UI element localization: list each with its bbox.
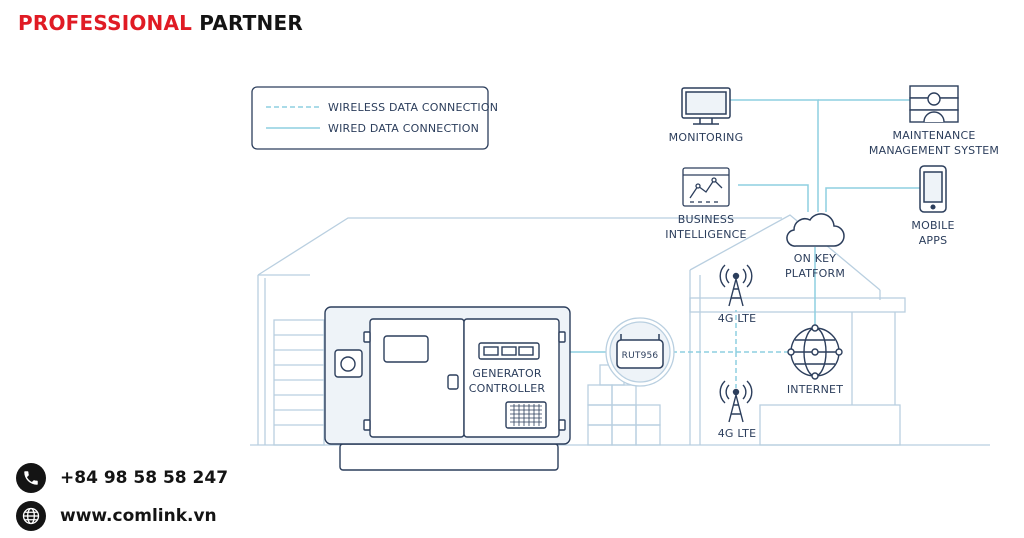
globe-internet-icon (787, 324, 843, 380)
maintenance-label-2: MANAGEMENT SYSTEM (869, 144, 999, 157)
phone-icon (16, 463, 46, 493)
platform-label-2: PLATFORM (785, 267, 845, 280)
vent-grille (505, 401, 547, 429)
bi-label-2: INTELLIGENCE (665, 228, 746, 241)
legend: WIRELESS DATA CONNECTION WIRED DATA CONN… (251, 86, 498, 150)
bi-label-1: BUSINESS (678, 213, 735, 226)
lte-tower-bottom (719, 380, 753, 423)
legend-wireless-label: WIRELESS DATA CONNECTION (328, 101, 498, 114)
brand-rest: PARTNER (199, 11, 303, 35)
mobile-phone-icon (919, 165, 947, 213)
generator-label-2: CONTROLLER (469, 382, 546, 395)
generator-label-1: GENERATOR (472, 367, 541, 380)
lte-bottom-label: 4G LTE (718, 427, 757, 440)
maintenance-system-icon (909, 85, 959, 123)
cloud-platform-icon (786, 213, 845, 247)
mobile-label-1: MOBILE (911, 219, 954, 232)
legend-wired-label: WIRED DATA CONNECTION (328, 122, 479, 135)
phone-number[interactable]: +84 98 58 58 247 (60, 468, 229, 488)
brand-title: PROFESSIONAL PARTNER (18, 11, 303, 35)
router-icon (616, 339, 664, 369)
monitor-icon (681, 87, 731, 125)
globe-icon (16, 501, 46, 531)
monitoring-label: MONITORING (669, 131, 744, 144)
contact-phone: +84 98 58 58 247 (16, 463, 228, 493)
router-node: RUT956 (605, 317, 675, 387)
website-link[interactable]: www.comlink.vn (60, 506, 217, 526)
lte-top-label: 4G LTE (718, 312, 757, 325)
platform-label-1: ON KEY (794, 252, 837, 265)
building (250, 214, 990, 446)
business-intelligence-icon (682, 167, 730, 207)
contact-website: www.comlink.vn (16, 501, 217, 531)
brand-accent: PROFESSIONAL (18, 11, 193, 35)
mobile-label-2: APPS (919, 234, 948, 247)
wired-mobile (825, 187, 932, 212)
wired-bi (738, 184, 809, 212)
internet-label: INTERNET (787, 383, 843, 396)
maintenance-label-1: MAINTENANCE (893, 129, 976, 142)
generator (324, 306, 571, 471)
router-label: RUT956 (622, 351, 659, 361)
lte-tower-top (719, 264, 753, 307)
